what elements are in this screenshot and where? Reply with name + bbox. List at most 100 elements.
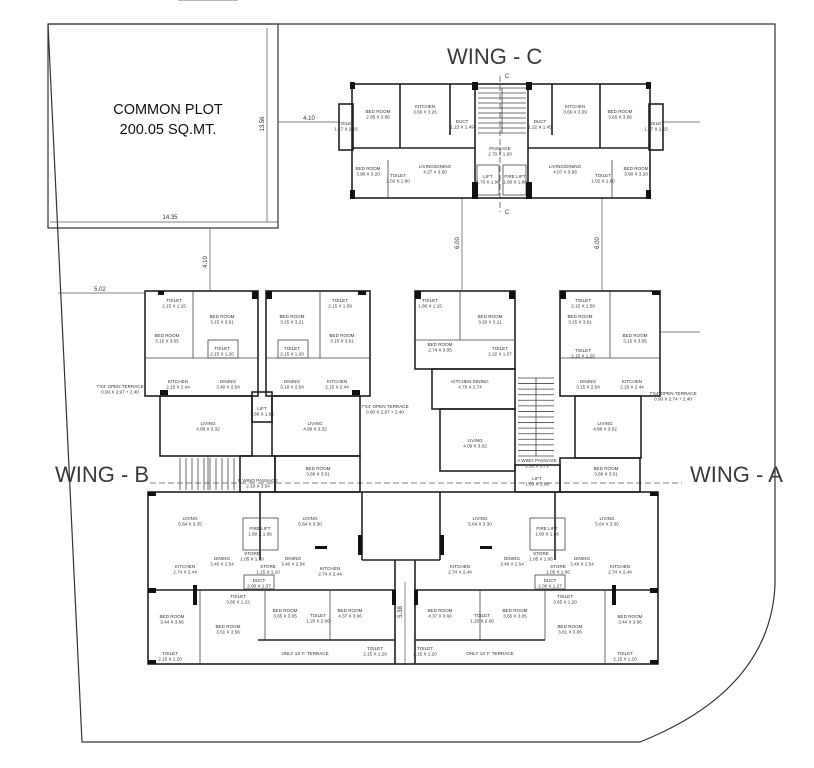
room-size: 3.44 X 3.66 — [618, 620, 642, 625]
room-size: 3.51 X 3.56 — [216, 630, 240, 635]
room-size: 2.15 X 1.20 — [571, 354, 595, 359]
room-size: 3.15 X 3.61 — [210, 320, 234, 325]
room-size: 2.15 X 1.15 — [162, 304, 186, 309]
room-name: STORE — [550, 564, 566, 569]
room-name: BED ROOM — [209, 314, 234, 319]
room-name: TOILET — [390, 173, 406, 178]
room-size: 2.00 X 1.07 — [247, 584, 271, 589]
room-size: 3.15 X 3.21 — [280, 320, 304, 325]
room-size: 2.15 X 1.20 — [363, 652, 387, 657]
room-size: 5.64 X 3.30 — [595, 522, 619, 527]
room-size: 2.15 X 1.20 — [613, 657, 637, 662]
room-size: 2.15 X 2.44 — [166, 385, 190, 390]
room-size: 2.15 X 1.59 — [328, 304, 352, 309]
room-name: KITCHEN — [450, 564, 470, 569]
room-size: 4.37 X 3.66 — [338, 614, 362, 619]
staircase — [518, 377, 554, 457]
room-name: ONLY 13' F. TERRACE — [281, 651, 328, 656]
room-name: BED ROOM — [593, 466, 618, 471]
room-label: ONLY 13' F. TERRACE — [281, 651, 328, 656]
room-size: 4.37 X 3.66 — [428, 614, 452, 619]
dimension-label: 5.38 — [398, 606, 404, 618]
room-size: 1.05 X 1.06 — [546, 570, 570, 575]
room-name: TOILET — [310, 613, 326, 618]
room-name: DINING — [580, 379, 597, 384]
room-size: 1.05 X 1.06 — [529, 557, 553, 562]
room-size: 2.74 X 2.44 — [318, 572, 342, 577]
room-name: TOILET — [575, 348, 591, 353]
dimension-label: 13.56 — [260, 116, 266, 132]
room-size: 3.66 X 3.09 — [563, 110, 587, 115]
room-name: DINING — [214, 556, 231, 561]
room-name: KITCHEN DINING — [451, 379, 489, 384]
room-name: BED ROOM — [557, 624, 582, 629]
room-size: 1.02 X 1.80 — [386, 179, 410, 184]
room-size: 3.90 X 3.20 — [356, 172, 380, 177]
room-size: 1.17 X 2.15 — [334, 127, 358, 132]
room-size: 1.60 X 1.66 — [535, 532, 559, 537]
common-plot-area-label: 200.05 SQ.MT. — [120, 122, 217, 138]
room-name: BED ROOM — [607, 109, 632, 114]
room-name: KITCHEN — [168, 379, 188, 384]
room-size: 3.18 X 2.54 — [280, 385, 304, 390]
room-name: TOILET — [162, 651, 178, 656]
dimension-label: 4.10 — [303, 116, 315, 122]
room-size: 3.66 X 3.01 — [594, 472, 618, 477]
wing-a-title: WING - A — [690, 462, 783, 487]
room-size: 1.02 X 1.80 — [591, 179, 615, 184]
room-size: 3.20 X 3.21 — [478, 320, 502, 325]
room-size: 3.65 X 1.22 — [226, 600, 250, 605]
room-size: 4.88 X 3.02 — [593, 427, 617, 432]
wing-a-plan — [414, 290, 661, 493]
room-name: DINING — [284, 379, 301, 384]
room-size: 3.15 X 2.54 — [576, 385, 600, 390]
dimension-lines — [50, 28, 700, 665]
room-size: 3.66 X 3.01 — [306, 472, 330, 477]
room-name: LIFT — [257, 406, 267, 411]
room-size: 2.10 X 3.54 — [246, 484, 270, 489]
room-size: 3.66 X 3.26 — [413, 110, 437, 115]
room-size: 1.22 X 1.49 — [450, 125, 474, 130]
room-size: 1.05 X 1.10 — [240, 557, 264, 562]
room-size: 1.80 X 1.80 — [503, 180, 527, 185]
room-name: BED ROOM — [427, 608, 452, 613]
room-name: STORE — [533, 551, 549, 556]
room-name: TOILET — [338, 121, 354, 126]
room-size: 3.65 X 3.05 — [503, 614, 527, 619]
room-name: DINING — [574, 556, 591, 561]
dimension-label: 5.02 — [94, 287, 106, 293]
room-size: 1.22 X 1.45 — [528, 125, 552, 130]
room-size: 2.95 X 3.66 — [366, 115, 390, 120]
room-size: 3.15 X 3.61 — [568, 320, 592, 325]
